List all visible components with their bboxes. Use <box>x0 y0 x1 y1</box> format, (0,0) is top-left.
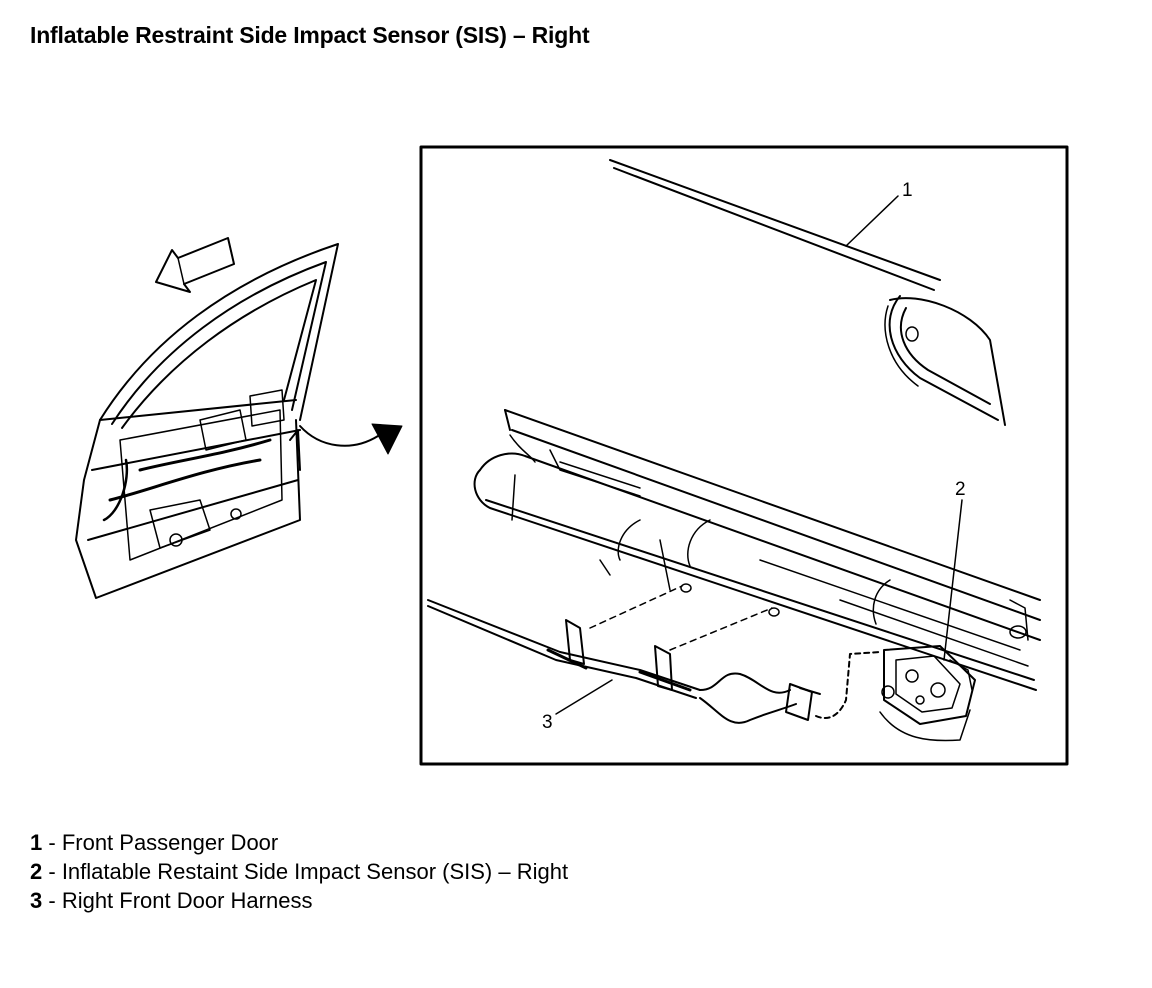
legend-item: 3 - Right Front Door Harness <box>30 888 313 913</box>
mounting-guide-lines <box>589 585 773 651</box>
detail-view-frame <box>419 145 1069 766</box>
callout-3: 3 <box>542 712 553 733</box>
side-impact-sensor-right <box>881 645 976 725</box>
door-lower-beam <box>473 409 1041 691</box>
legend-item: 1 - Front Passenger Door <box>30 830 279 855</box>
front-passenger-door-detail <box>609 159 1006 426</box>
direction-arrow-icon <box>155 237 235 293</box>
right-front-door-harness <box>427 599 971 742</box>
parts-legend: 1 - Front Passenger Door 2 - Inflatable … <box>30 828 568 915</box>
callout-2: 2 <box>955 479 966 500</box>
callout-1: 1 <box>902 180 913 201</box>
page-title: Inflatable Restraint Side Impact Sensor … <box>30 22 590 48</box>
front-door-overview <box>75 243 339 599</box>
detail-pointer-arrow-icon <box>299 423 403 455</box>
legend-item: 2 - Inflatable Restaint Side Impact Sens… <box>30 859 569 884</box>
callout-leader-lines <box>555 195 963 715</box>
